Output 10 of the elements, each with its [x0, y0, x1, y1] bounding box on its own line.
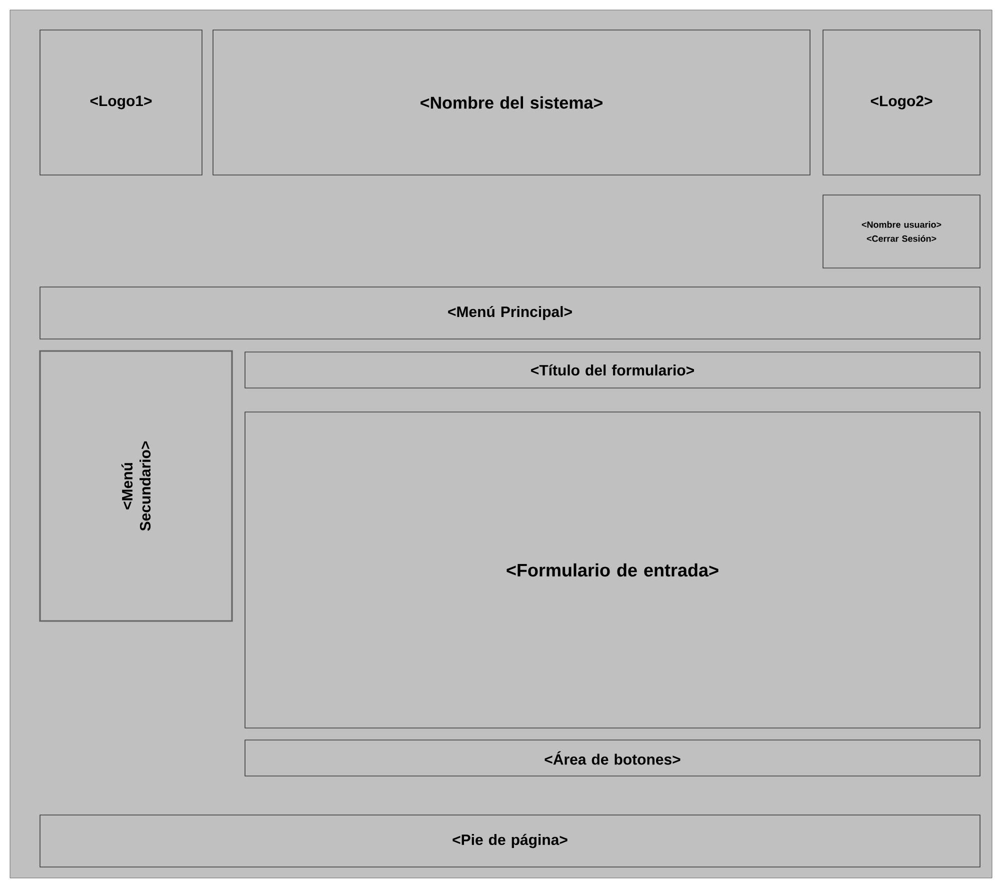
wireframe-box: <Nombre usuario> <Cerrar Sesión>	[822, 194, 980, 268]
wireframe-box: <Formulario de entrada>	[244, 412, 980, 728]
wireframe-box: <Menú Secundario>	[39, 350, 233, 622]
wireframe-box: <Nombre del sistema>	[212, 30, 810, 176]
wireframe-box: <Logo2>	[822, 30, 980, 176]
wireframe-box: <Menú Principal>	[40, 286, 980, 340]
wireframe-box: <Título del formulario>	[244, 352, 980, 388]
wireframe-box: <Área de botones>	[244, 740, 980, 776]
wireframe-box: <Logo1>	[40, 30, 202, 176]
wireframe-box: <Pie de página>	[40, 814, 980, 868]
